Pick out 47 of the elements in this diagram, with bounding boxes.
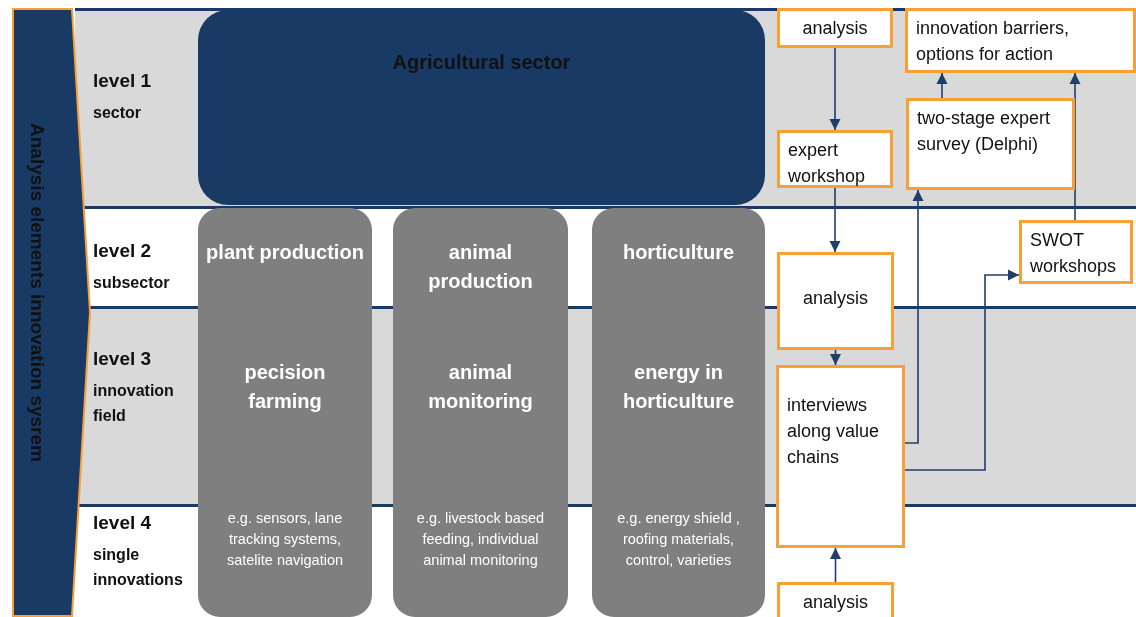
method-text: analysis bbox=[802, 18, 868, 38]
method-box bbox=[776, 365, 905, 548]
arrow bbox=[829, 349, 842, 366]
method-text: SWOT workshops bbox=[1030, 230, 1117, 276]
arrow bbox=[904, 269, 1020, 471]
example-text: e.g. sensors, lane tracking systems, satelite navigation bbox=[225, 509, 345, 571]
method-box bbox=[777, 8, 893, 48]
level-number: level 1 bbox=[93, 70, 153, 92]
example-text: e.g. livestock based feeding, individual animal monitoring bbox=[415, 509, 546, 571]
method-text: interviews along value chains bbox=[787, 395, 880, 467]
category-column bbox=[393, 208, 568, 617]
arrow bbox=[936, 72, 948, 99]
category-column bbox=[592, 208, 765, 617]
arrow bbox=[829, 547, 842, 583]
method-box bbox=[777, 252, 894, 350]
innovation-field-heading: pecision farming bbox=[243, 360, 327, 414]
level-number: level 4 bbox=[93, 512, 153, 534]
arrow bbox=[829, 187, 841, 253]
level-number: level 3 bbox=[93, 348, 153, 370]
method-box bbox=[905, 8, 1136, 73]
method-box bbox=[777, 130, 893, 188]
method-box bbox=[1019, 220, 1133, 284]
subsector-heading: animal production bbox=[427, 240, 534, 294]
method-text: expert workshop bbox=[788, 140, 866, 186]
level-name: innovation field bbox=[93, 381, 175, 426]
level-name: subsector bbox=[93, 273, 171, 293]
level-name: single innovations bbox=[93, 545, 184, 590]
innovation-field-heading: energy in horticulture bbox=[621, 360, 736, 414]
subsector-heading: plant production bbox=[206, 240, 364, 265]
method-text: analysis bbox=[803, 288, 868, 308]
arrow bbox=[904, 189, 924, 444]
example-text: e.g. energy shield , roofing materials, control, varieties bbox=[616, 509, 741, 571]
category-column bbox=[198, 208, 372, 617]
method-text: analysis bbox=[803, 592, 868, 612]
sector-box bbox=[198, 10, 765, 205]
vertical-title: Analysis elements innovation sysrem bbox=[26, 123, 48, 462]
level-name: sector bbox=[93, 103, 143, 123]
method-box bbox=[906, 98, 1075, 190]
method-text: innovation barriers, options for action bbox=[916, 18, 1070, 64]
innovation-field-heading: animal monitoring bbox=[427, 360, 534, 414]
arrow bbox=[829, 47, 841, 131]
level-number: level 2 bbox=[93, 240, 153, 262]
subsector-heading: horticulture bbox=[621, 240, 736, 265]
method-box bbox=[777, 582, 894, 617]
method-text: two-stage expert survey (Delphi) bbox=[917, 108, 1051, 154]
sector-title: Agricultural sector bbox=[392, 51, 571, 74]
arrow bbox=[1069, 72, 1081, 221]
